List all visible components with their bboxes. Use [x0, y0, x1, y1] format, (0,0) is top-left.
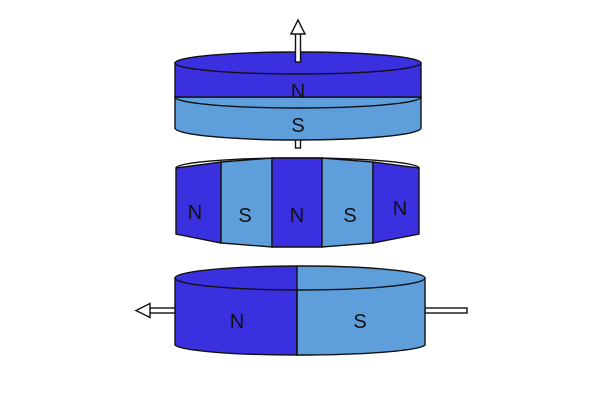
segment-top-rim — [175, 157, 420, 169]
axial-arrow-up-icon — [289, 18, 307, 35]
diametric-south-label: S — [353, 311, 366, 333]
segment-4-label: S — [343, 205, 356, 227]
axial-layer-boundary — [174, 96, 422, 109]
diametric-shaft-left — [147, 307, 176, 314]
diametric-south-half — [296, 277, 426, 356]
segment-4 — [321, 157, 374, 248]
axial-shaft-upper — [294, 31, 302, 63]
axial-south-layer — [174, 96, 422, 141]
segment-2-label: S — [238, 205, 251, 227]
axial-magnet: N S — [174, 18, 422, 149]
segment-5-label: N — [393, 198, 407, 220]
segment-2 — [220, 157, 273, 248]
diametric-top-face-north — [175, 266, 297, 289]
diametric-arrow-left-icon — [134, 302, 151, 319]
segment-3 — [271, 157, 323, 248]
diametric-shaft-right — [424, 307, 468, 314]
diametric-top-face-outline — [174, 265, 426, 291]
diametric-top-face-south — [297, 266, 425, 290]
segment-5 — [372, 161, 420, 244]
radial-segment-magnet: N S N S N — [175, 157, 420, 248]
diametric-north-half — [174, 277, 298, 356]
segment-3-label: N — [290, 205, 304, 227]
diametric-magnet: N S — [134, 265, 468, 356]
diametric-north-label: N — [230, 311, 244, 333]
axial-north-label: N — [291, 81, 305, 103]
segment-1-label: N — [188, 202, 202, 224]
axial-south-label: S — [291, 115, 304, 137]
